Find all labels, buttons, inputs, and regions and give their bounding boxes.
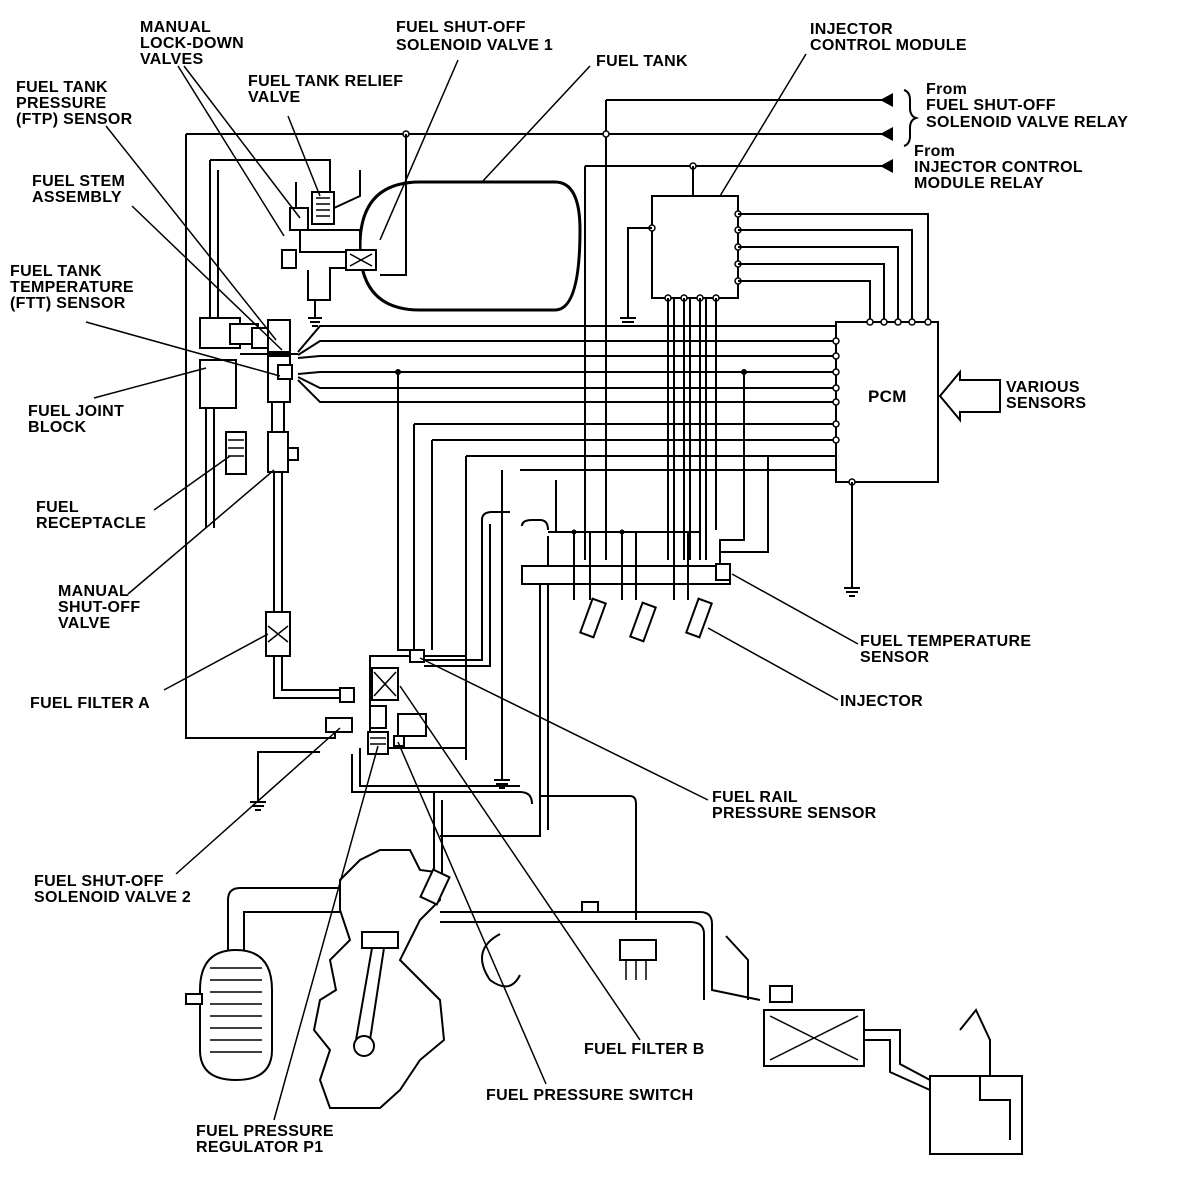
fuel-tank [358, 180, 582, 312]
fuel-rail [521, 565, 731, 585]
manual-shutoff-valve-body [267, 431, 289, 473]
label-fuel-tank-relief-valve-line2: VALVE [248, 89, 300, 106]
tank-valve-cluster [210, 159, 377, 327]
label-from-fuel-shutoff-relay-line2: FUEL SHUT-OFF [926, 97, 1056, 114]
injector-2 [628, 601, 658, 643]
label-fuel-shutoff-solenoid-valve-2: FUEL SHUT-OFF SOLENOID VALVE 2 [34, 873, 191, 906]
fuel-shutoff-solenoid-valve-2-body [325, 717, 353, 733]
label-fuel-receptacle: FUEL RECEPTACLE [36, 499, 146, 532]
label-various-sensors-line1: VARIOUS [1006, 379, 1080, 396]
label-fuel-pressure-switch: FUEL PRESSURE SWITCH [486, 1087, 694, 1104]
label-fuel-tank-relief-valve-line1: FUEL TANK RELIEF [248, 73, 403, 90]
label-fuel-pressure-regulator-p1-line2: REGULATOR P1 [196, 1139, 323, 1156]
label-pcm: PCM [868, 387, 907, 406]
label-fuel-joint-block: FUEL JOINT BLOCK [28, 403, 124, 436]
label-fuel-joint-block-line1: FUEL JOINT [28, 403, 124, 420]
label-various-sensors: VARIOUS SENSORS [1006, 379, 1086, 412]
label-fuel-shutoff-solenoid-valve-2-line2: SOLENOID VALVE 2 [34, 889, 191, 906]
label-fuel-pressure-regulator-p1-line1: FUEL PRESSURE [196, 1123, 334, 1140]
injector-1 [578, 597, 608, 639]
label-from-fuel-shutoff-relay: From FUEL SHUT-OFF SOLENOID VALVE RELAY [926, 81, 1128, 131]
label-fuel-rail-pressure-sensor-line1: FUEL RAIL [712, 789, 798, 806]
label-ftt-sensor: FUEL TANK TEMPERATURE (FTT) SENSOR [10, 263, 134, 312]
engine-outline [312, 849, 451, 1109]
label-fuel-joint-block-line2: BLOCK [28, 419, 87, 436]
pcm-signal-lines [297, 325, 840, 780]
label-injector-control-module-line2: CONTROL MODULE [810, 37, 967, 54]
high-pressure-unit [250, 511, 637, 920]
label-injector: INJECTOR [840, 693, 923, 710]
label-fuel-receptacle-line2: RECEPTACLE [36, 515, 146, 532]
fuel-rail-assembly [440, 519, 731, 837]
label-fuel-tank: FUEL TANK [596, 53, 688, 70]
label-from-injector-control-relay-line1: From [914, 143, 955, 160]
label-fuel-tank-relief-valve: FUEL TANK RELIEF VALVE [248, 73, 403, 106]
label-ftt-sensor-line1: FUEL TANK [10, 263, 102, 280]
label-fuel-temperature-sensor-line2: SENSOR [860, 649, 930, 666]
label-manual-shutoff-valve-line1: MANUAL [58, 583, 129, 600]
label-ftt-sensor-line2: TEMPERATURE [10, 279, 134, 296]
label-fuel-shutoff-solenoid-valve-1: FUEL SHUT-OFF SOLENOID VALVE 1 [396, 19, 553, 54]
label-fuel-shutoff-solenoid-valve-1-line1: FUEL SHUT-OFF [396, 19, 526, 36]
label-ftt-sensor-line3: (FTT) SENSOR [10, 295, 126, 312]
label-fuel-filter-b: FUEL FILTER B [584, 1041, 705, 1058]
injector-control-module-box [620, 195, 929, 560]
muffler [929, 1075, 1023, 1155]
label-fuel-temperature-sensor-line1: FUEL TEMPERATURE [860, 633, 1031, 650]
label-injector-control-module-line1: INJECTOR [810, 21, 893, 38]
label-manual-shutoff-valve: MANUAL SHUT-OFF VALVE [58, 583, 140, 632]
leader-lines [85, 53, 859, 1121]
fuel-tank-relief-valve-body [311, 191, 335, 225]
label-manual-lockdown-valves-line2: LOCK-DOWN [140, 35, 244, 52]
label-fuel-filter-a: FUEL FILTER A [30, 695, 150, 712]
fuel-joint-block-assembly [199, 160, 345, 699]
label-from-fuel-shutoff-relay-line3: SOLENOID VALVE RELAY [926, 114, 1128, 131]
injector-3 [684, 597, 714, 639]
pcm-box [835, 318, 1001, 597]
fuel-rail-pressure-sensor-body [409, 649, 425, 663]
label-fuel-stem-assembly: FUEL STEM ASSEMBLY [32, 173, 125, 206]
label-fuel-rail-pressure-sensor: FUEL RAIL PRESSURE SENSOR [712, 789, 877, 822]
fuel-temperature-sensor-body [715, 563, 731, 581]
fuel-receptacle-body [225, 431, 247, 475]
label-manual-lockdown-valves-line1: MANUAL [140, 19, 211, 36]
label-from-fuel-shutoff-relay-line1: From [926, 81, 967, 98]
label-fuel-pressure-regulator-p1: FUEL PRESSURE REGULATOR P1 [196, 1123, 334, 1156]
label-fuel-stem-assembly-line1: FUEL STEM [32, 173, 125, 190]
label-from-injector-control-relay-line2: INJECTOR CONTROL [914, 159, 1083, 176]
label-ftp-sensor-line1: FUEL TANK [16, 79, 108, 96]
catalytic-converter [763, 1009, 865, 1067]
ftt-sensor-body [277, 364, 293, 380]
label-fuel-receptacle-line1: FUEL [36, 499, 79, 516]
label-manual-lockdown-valves: MANUAL LOCK-DOWN VALVES [140, 19, 244, 68]
label-fuel-temperature-sensor: FUEL TEMPERATURE SENSOR [860, 633, 1031, 666]
label-ftp-sensor: FUEL TANK PRESSURE (FTP) SENSOR [16, 79, 133, 128]
label-manual-shutoff-valve-line3: VALVE [58, 615, 110, 632]
label-fuel-shutoff-solenoid-valve-2-line1: FUEL SHUT-OFF [34, 873, 164, 890]
label-from-injector-control-relay-line3: MODULE RELAY [914, 175, 1044, 192]
label-fuel-stem-assembly-line2: ASSEMBLY [32, 189, 122, 206]
fuel-pressure-regulator-p1-body [367, 731, 389, 755]
various-sensors-arrow [938, 369, 1001, 423]
label-ftp-sensor-line3: (FTP) SENSOR [16, 111, 133, 128]
label-from-injector-control-relay: From INJECTOR CONTROL MODULE RELAY [914, 143, 1083, 192]
label-injector-control-module: INJECTOR CONTROL MODULE [810, 21, 967, 54]
label-various-sensors-line2: SENSORS [1006, 395, 1086, 412]
exhaust-system [440, 901, 1023, 1155]
intake-and-air-cleaner [185, 887, 340, 1082]
label-manual-lockdown-valves-line3: VALVES [140, 51, 203, 68]
label-fuel-rail-pressure-sensor-line2: PRESSURE SENSOR [712, 805, 877, 822]
label-fuel-shutoff-solenoid-valve-1-line2: SOLENOID VALVE 1 [396, 37, 553, 54]
label-manual-shutoff-valve-line2: SHUT-OFF [58, 599, 140, 616]
label-ftp-sensor-line2: PRESSURE [16, 95, 106, 112]
